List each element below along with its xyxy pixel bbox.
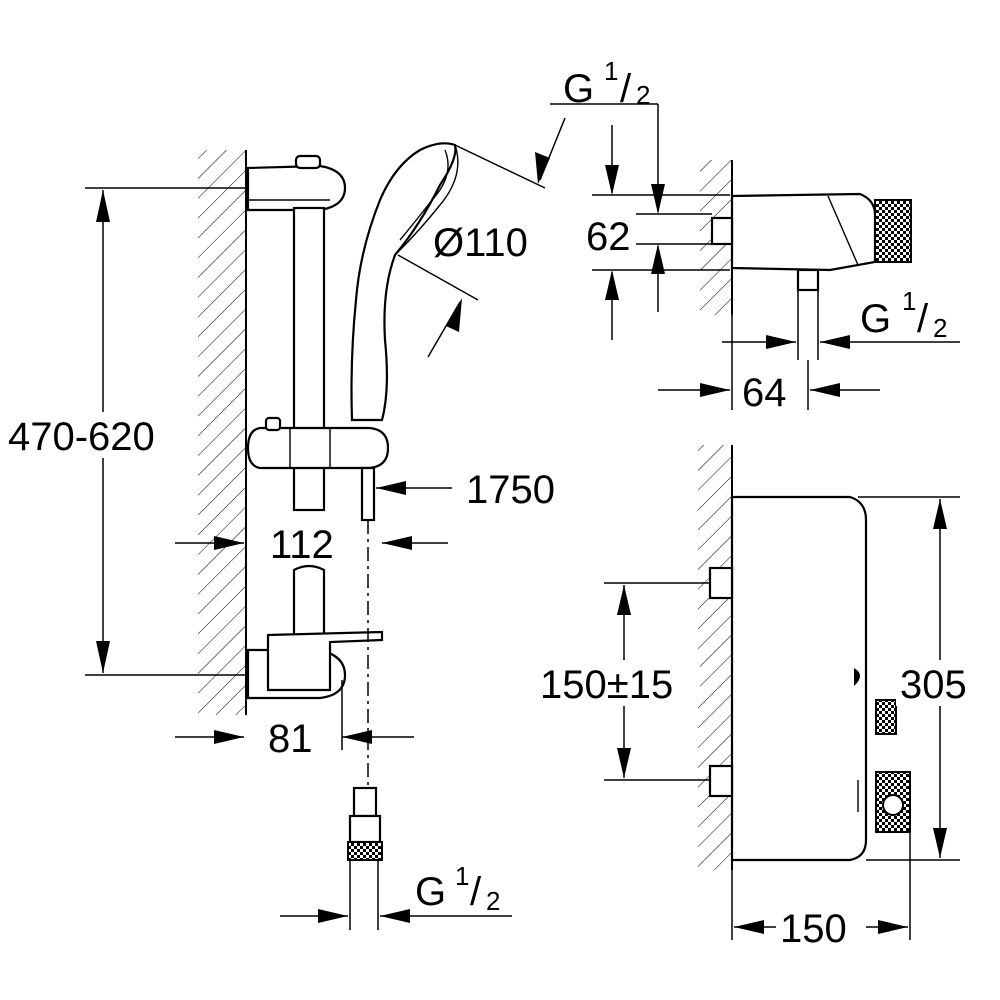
- label-thread-top-den: 2: [636, 80, 650, 110]
- arrow-81-right: [342, 730, 372, 744]
- label-thread-top-num: 1: [604, 56, 618, 86]
- label-hose-length: 1750: [466, 468, 555, 512]
- shower-rail: [292, 206, 326, 435]
- hose-connector-nut: [347, 841, 383, 861]
- rail-set-view: 470-620 112 1750 81 Ø110: [5, 117, 566, 800]
- mixer-knob-hole: [882, 794, 904, 816]
- mixer-body-side: [730, 192, 877, 272]
- label-connection-spacing: 150±15: [540, 663, 673, 707]
- inlet-lower: [708, 764, 734, 798]
- soap-shelf: [266, 630, 384, 692]
- arrow-gout-left: [766, 335, 796, 349]
- shower-rail-lower: [292, 463, 326, 512]
- label-height-range: 470-620: [8, 415, 155, 459]
- arrow-150-bottom: [617, 748, 631, 778]
- arrow-gtop-top: [651, 184, 665, 214]
- slider-holder: [246, 426, 390, 470]
- label-thread-outlet: G: [860, 297, 891, 341]
- hose-connector-neck: [348, 814, 382, 844]
- label-handshower-diameter: Ø110: [433, 221, 528, 265]
- mixer-front-view: 150±15 305 150: [536, 445, 986, 951]
- arrow-305-top: [933, 499, 947, 529]
- arrow-gout-right: [820, 335, 850, 349]
- hose-connector-body: [352, 786, 378, 818]
- arrow-hose-g-right: [380, 909, 410, 923]
- mixer-side-knob: [874, 199, 912, 263]
- hand-shower-ridge: [399, 149, 449, 241]
- mixer-body-notch: [854, 668, 860, 686]
- arrow-dia-top: [535, 152, 550, 184]
- label-outlet-offset: 64: [742, 371, 787, 415]
- label-mixer-depth-top: 62: [586, 215, 631, 259]
- mixer-body-front: [730, 495, 868, 862]
- label-thread-outlet-num: 1: [902, 286, 916, 316]
- mixer-outlet-stub: [796, 268, 820, 292]
- label-holder-offset: 81: [268, 717, 313, 761]
- arrow-height-bottom: [96, 641, 110, 673]
- arrow-gtop-bottom: [651, 244, 665, 274]
- mixer-side-view: 62 G 1 / 2 G 1 / 2 64: [550, 56, 960, 415]
- mixer-inlet-stub: [710, 216, 734, 246]
- wall-hatch-bottom-right: [698, 445, 732, 870]
- label-thread-outlet-slash: /: [917, 297, 929, 341]
- arrow-1750: [376, 481, 406, 495]
- label-rail-offset: 112: [270, 523, 334, 567]
- hand-shower: [350, 142, 457, 422]
- label-thread-hose-den: 2: [486, 886, 500, 916]
- arrow-62-top: [605, 165, 619, 195]
- label-thread-outlet-den: 2: [933, 313, 947, 343]
- rail-break: [292, 564, 326, 642]
- label-thread-hose-num: 1: [455, 861, 469, 891]
- arrow-62-bottom: [605, 270, 619, 300]
- arrow-150-top: [617, 585, 631, 615]
- label-mixer-height: 305: [900, 663, 967, 707]
- arrow-112-right: [382, 536, 412, 550]
- arrow-height-top: [96, 190, 110, 222]
- hand-shower-face: [397, 144, 459, 253]
- label-mixer-depth: 150: [780, 907, 847, 951]
- dim-dia-ext-top: [454, 144, 546, 189]
- wall-hatch-left: [198, 150, 246, 715]
- arrow-112-left: [214, 536, 244, 550]
- arrow-81-left: [214, 730, 244, 744]
- label-thread-hose-slash: /: [470, 870, 482, 914]
- arrow-150b-right: [878, 920, 908, 934]
- hose-stub: [360, 466, 376, 522]
- arrow-hose-g-left: [318, 909, 348, 923]
- mixer-small-knob: [875, 699, 897, 735]
- slider-knob: [264, 416, 282, 432]
- inlet-upper: [708, 566, 734, 600]
- label-thread-top-slash: /: [620, 67, 632, 111]
- label-thread-top: G: [563, 67, 594, 111]
- mixer-side-line: [827, 195, 859, 266]
- arrow-150b-left: [734, 920, 764, 934]
- dim-dia-ext-bottom: [397, 254, 479, 301]
- arrow-64-right: [810, 383, 840, 397]
- top-bracket-button: [294, 154, 322, 170]
- top-wall-bracket: [246, 164, 347, 212]
- arrow-305-bottom: [933, 828, 947, 858]
- arrow-64-left: [700, 383, 730, 397]
- arrow-dia-bottom: [446, 298, 462, 332]
- label-thread-hose: G: [415, 870, 446, 914]
- hose-connector-view: G 1 / 2: [280, 786, 512, 930]
